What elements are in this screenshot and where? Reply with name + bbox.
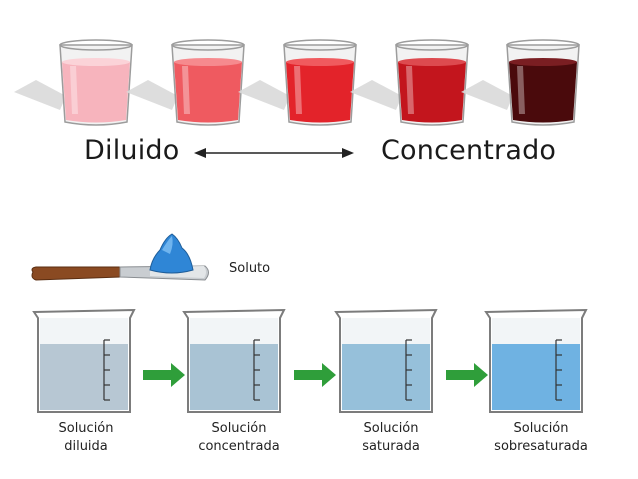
glasses-row — [0, 0, 638, 200]
glass-icon — [126, 40, 244, 125]
arrow-right-icon — [446, 363, 488, 387]
beaker-label-supersaturated: Solución sobresaturada — [481, 420, 601, 456]
concentrated-label: Concentrado — [381, 135, 556, 166]
beaker-label-diluted: Solución diluida — [26, 420, 146, 456]
beaker-label-saturated: Solución saturada — [331, 420, 451, 456]
beaker-label-line1: Solución — [179, 420, 299, 438]
glass-icon — [14, 40, 132, 125]
beaker-icon — [34, 310, 134, 412]
arrow-right-icon — [143, 363, 185, 387]
glass-icon — [350, 40, 468, 125]
beaker-label-line2: sobresaturada — [481, 438, 601, 456]
dilute-label: Diluido — [84, 135, 179, 166]
glass-icon — [238, 40, 356, 125]
beaker-label-concentrated: Solución concentrada — [179, 420, 299, 456]
solute-pile-icon — [150, 234, 193, 273]
beaker-icon — [336, 310, 436, 412]
beaker-icon — [486, 310, 586, 412]
arrow-right-icon — [294, 363, 336, 387]
beaker-label-line1: Solución — [481, 420, 601, 438]
beaker-label-line1: Solución — [26, 420, 146, 438]
glass-icon — [461, 40, 579, 125]
beaker-label-line1: Solución — [331, 420, 451, 438]
beaker-label-line2: concentrada — [179, 438, 299, 456]
beaker-label-line2: saturada — [331, 438, 451, 456]
beaker-label-line2: diluida — [26, 438, 146, 456]
double-arrow-icon — [194, 148, 354, 158]
solute-label: Soluto — [229, 261, 270, 276]
beaker-icon — [184, 310, 284, 412]
